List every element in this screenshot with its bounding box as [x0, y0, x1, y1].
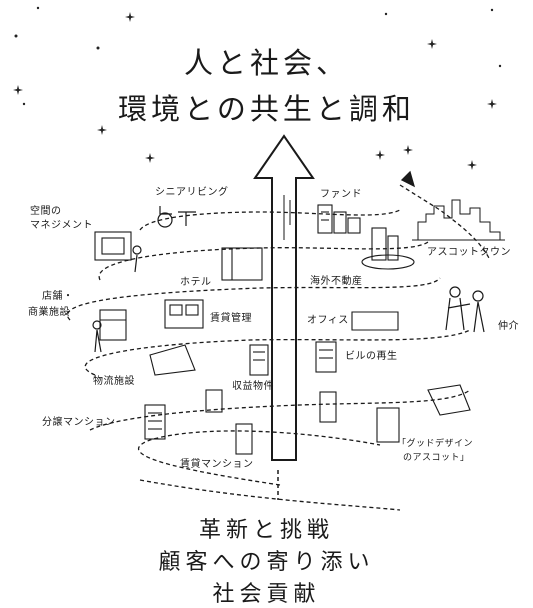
label-retail-1: 店舗・ [42, 291, 74, 302]
label-asset-town: アスコットタウン [427, 247, 511, 258]
label-good-design-1: 「グッドデザイン [397, 439, 474, 449]
label-condo-sale: 分譲マンション [42, 417, 116, 428]
label-space-management-2: マネジメント [30, 220, 93, 231]
label-senior-living: シニアリビング [155, 187, 229, 198]
label-space-management-1: 空間の [30, 206, 62, 217]
slogan-line-2: 顧客への寄り添い [158, 550, 375, 575]
label-hotel: ホテル [180, 277, 212, 288]
label-logistics: 物流施設 [93, 376, 135, 387]
slogan-line-1: 革新と挑戦 [198, 518, 334, 543]
label-fund: ファンド [320, 189, 362, 200]
label-office: オフィス [307, 315, 349, 326]
building-icon [94, 204, 471, 455]
label-overseas-real-estate: 海外不動産 [310, 276, 363, 287]
title-line-2: 環境との共生と調和 [118, 92, 415, 126]
label-rental-condo: 賃貸マンション [180, 459, 254, 470]
label-building-renewal: ビルの再生 [345, 351, 398, 362]
title-line-1: 人と社会、 [183, 46, 349, 80]
slogan-line-3: 社会貢献 [212, 582, 321, 607]
up-arrow-icon [253, 134, 315, 500]
label-brokerage: 仲介 [498, 321, 519, 332]
label-good-design-2: のアスコット」 [403, 453, 470, 463]
wheelchair-icon [157, 206, 196, 228]
people-icon [92, 245, 485, 353]
label-income-property: 収益物件 [232, 381, 274, 392]
sparkle-icon [13, 6, 502, 170]
label-rental-management: 賃貸管理 [210, 313, 252, 324]
city-skyline-icon [412, 199, 505, 241]
label-retail-2: 商業施設 [28, 307, 70, 318]
